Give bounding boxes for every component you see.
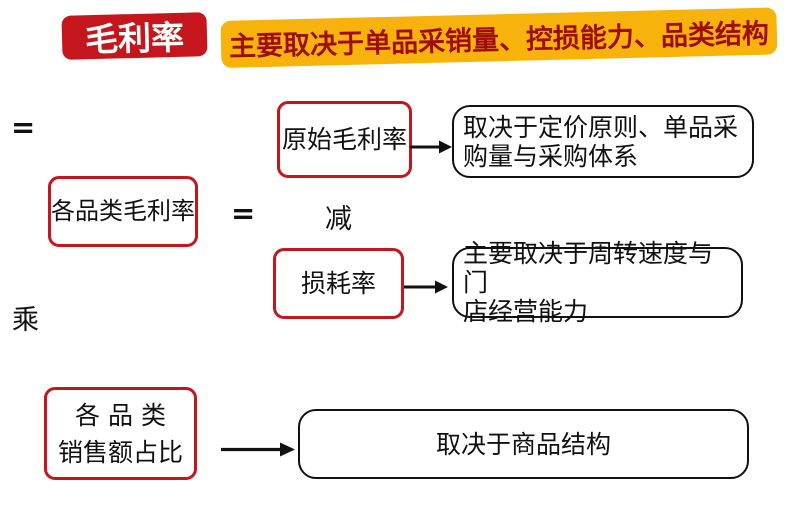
- node-turnover-factor: 主要取决于周转速度与门 店经营能力: [452, 239, 743, 326]
- node-pricing-line-1: 取决于定价原则、单品采: [463, 112, 739, 142]
- node-turnover-factor-label: 主要取决于周转速度与门 店经营能力: [463, 239, 737, 326]
- node-sales-share-label: 各品类 销售额占比: [58, 397, 183, 471]
- banner-text: 主要取决于单品采销量、控损能力、品类结构: [228, 18, 770, 63]
- arrow-right-icon: [221, 442, 295, 457]
- node-original-margin-label: 原始毛利率: [281, 125, 407, 154]
- title-badge: 毛利率: [61, 12, 208, 60]
- node-category-margin-label: 各品类毛利率: [51, 196, 195, 225]
- node-category-margin: 各品类毛利率: [48, 176, 198, 247]
- arrow-right-icon: [404, 280, 448, 294]
- node-structure-factor: 取决于商品结构: [298, 409, 749, 479]
- node-pricing-factor: 取决于定价原则、单品采 购量与采购体系: [452, 105, 754, 178]
- equals-operator-mid: =: [231, 196, 256, 230]
- node-pricing-line-2: 购量与采购体系: [463, 141, 639, 171]
- arrow-right-icon: [410, 140, 452, 154]
- node-turnover-line-2: 店经营能力: [463, 297, 589, 326]
- header-banner: 主要取决于单品采销量、控损能力、品类结构: [220, 7, 778, 68]
- title-label: 毛利率: [84, 17, 185, 60]
- minus-operator: 减: [325, 204, 352, 235]
- equals-operator-top: =: [11, 110, 36, 144]
- node-original-margin: 原始毛利率: [277, 101, 412, 178]
- node-loss-rate-label: 损耗率: [300, 269, 376, 298]
- multiply-operator: 乘: [12, 305, 39, 336]
- node-structure-factor-label: 取决于商品结构: [435, 429, 611, 459]
- node-turnover-line-1: 主要取决于周转速度与门: [463, 239, 714, 297]
- node-sales-share: 各品类 销售额占比: [44, 387, 197, 480]
- node-pricing-factor-label: 取决于定价原则、单品采 购量与采购体系: [463, 113, 738, 171]
- node-sales-share-line-2: 销售额占比: [57, 437, 183, 467]
- node-sales-share-line-1: 各品类: [74, 400, 174, 430]
- node-loss-rate: 损耗率: [273, 248, 404, 319]
